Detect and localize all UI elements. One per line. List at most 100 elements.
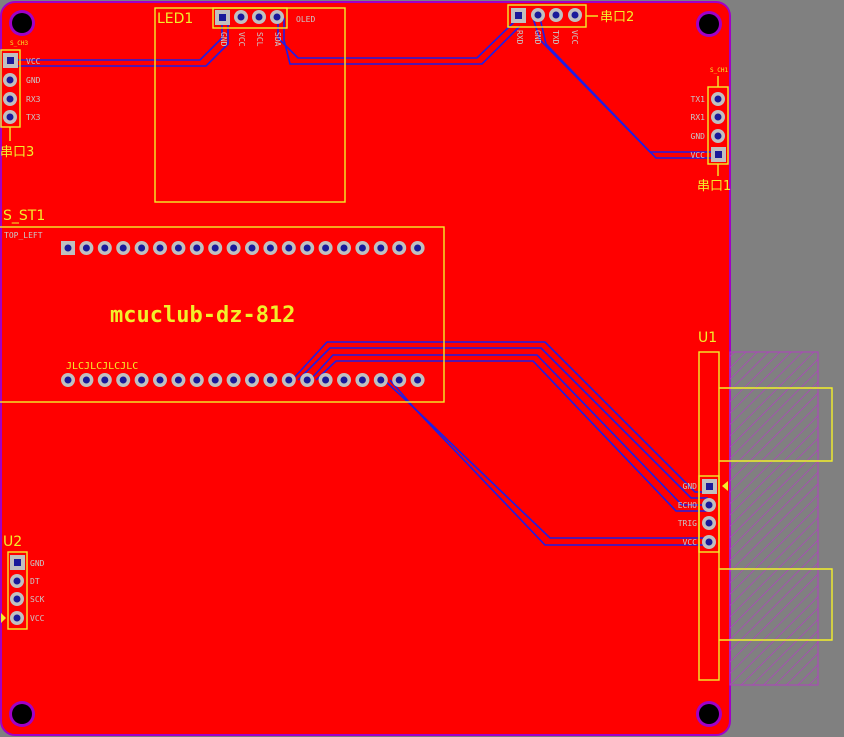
uart1-connector[interactable]: S_CH1 串口1 TX1 RX1 GND VCC: [691, 67, 732, 194]
mcu-bottom-pin-10[interactable]: [226, 373, 241, 387]
u1-ultrasonic-module[interactable]: U1 GND ECHO TRIG VCC: [678, 330, 833, 681]
led1-header-outline: [212, 7, 288, 29]
mcu-bottom-pin-16[interactable]: [337, 373, 351, 387]
uart2-ref: 串口2: [600, 10, 634, 25]
trace-mcu-u1-3a: [383, 379, 708, 539]
mcu-outline: [0, 226, 445, 403]
u2-pin-label-3: SCK: [30, 595, 45, 604]
mcu-top-pin-13[interactable]: [281, 241, 296, 255]
mcu-bottom-pin-19[interactable]: [392, 373, 407, 387]
uart1-pin-3[interactable]: [711, 129, 725, 143]
uart1-pin-label-4: VCC: [691, 151, 706, 160]
uart3-pin-3[interactable]: [3, 92, 17, 106]
mcu-top-pin-20[interactable]: [410, 241, 425, 255]
mcu-bottom-pin-9[interactable]: [208, 373, 223, 387]
mcu-top-pin-1[interactable]: [61, 241, 75, 255]
uart3-ref: 串口3: [0, 145, 34, 160]
u1-header-outline: [698, 475, 720, 553]
u1-pin-4[interactable]: [702, 535, 716, 549]
led1-pin-label-2: VCC: [237, 32, 246, 47]
mcu-bottom-pin-15[interactable]: [318, 373, 333, 387]
uart2-pin-label-1: RXD: [515, 30, 524, 45]
led1-pin-label-3: SCL: [255, 32, 264, 47]
uart3-pin-1[interactable]: [3, 53, 18, 68]
led1-pin-label-1: GND: [219, 32, 228, 47]
mcu-bottom-pin-17[interactable]: [355, 373, 370, 387]
mcu-top-pin-10[interactable]: [226, 241, 241, 255]
u1-pin-2[interactable]: [702, 498, 716, 512]
mcu-bottom-pin-4[interactable]: [116, 373, 131, 387]
mcu-top-pin-2[interactable]: [79, 241, 94, 255]
u1-pin-3[interactable]: [702, 516, 716, 530]
mcu-bottom-pin-1[interactable]: [61, 373, 75, 387]
mcu-bottom-pin-3[interactable]: [97, 373, 112, 387]
mcu-top-left-label: TOP_LEFT: [4, 231, 43, 240]
u1-pin-1[interactable]: [702, 479, 717, 494]
mounting-holes: [9, 10, 722, 727]
mcu-top-pin-14[interactable]: [300, 241, 315, 255]
led1-pin-4[interactable]: [270, 10, 284, 24]
mcu-bottom-pin-11[interactable]: [245, 373, 259, 387]
led1-pin-1[interactable]: [215, 10, 230, 25]
u1-sensor-outline-bottom: [719, 568, 833, 641]
u2-module[interactable]: U2 GND DT SCK VCC: [1, 534, 45, 630]
mcu-top-pin-9[interactable]: [208, 241, 223, 255]
mcu-bottom-pin-12[interactable]: [263, 373, 278, 387]
mcu-top-pin-7[interactable]: [171, 241, 186, 255]
mcu-bottom-pin-5[interactable]: [134, 373, 149, 387]
uart2-pin-4[interactable]: [568, 8, 582, 22]
trace-oled-uart2-b: [283, 18, 521, 65]
trace-uart2-uart1-a: [532, 17, 715, 153]
u2-pin-1[interactable]: [10, 555, 25, 570]
mcu-top-pin-15[interactable]: [318, 241, 333, 255]
u2-pin-label-4: VCC: [30, 614, 45, 623]
uart3-connector[interactable]: S_CH3 串口3 VCC GND RX3 TX3: [0, 40, 41, 160]
mcu-bottom-pin-13[interactable]: [281, 373, 296, 387]
mcu-bottom-pin-14[interactable]: [300, 373, 315, 387]
uart1-pin-2[interactable]: [711, 110, 725, 124]
mcu-top-pin-19[interactable]: [392, 241, 407, 255]
uart2-connector[interactable]: 串口2 RXD GND TXD VCC: [507, 4, 634, 45]
mcu-bottom-pin-7[interactable]: [171, 373, 186, 387]
uart3-pin-2[interactable]: [3, 73, 17, 87]
mcu-top-pin-4[interactable]: [116, 241, 131, 255]
uart1-pin-1[interactable]: [711, 92, 725, 106]
mcu-bottom-pin-2[interactable]: [79, 373, 94, 387]
u2-pin-2[interactable]: [10, 574, 24, 588]
mcu-bottom-pin-6[interactable]: [153, 373, 167, 387]
uart3-pin-4[interactable]: [3, 110, 17, 124]
led1-pin-3[interactable]: [252, 10, 266, 24]
u1-sensor-outline-top: [719, 387, 833, 462]
uart1-pin-label-2: RX1: [691, 113, 706, 122]
mcu-top-pin-12[interactable]: [263, 241, 278, 255]
led1-pin-label-4: SDA: [273, 32, 282, 47]
u2-pin-4[interactable]: [10, 611, 24, 625]
u2-pin-3[interactable]: [10, 592, 24, 606]
led1-oled-module[interactable]: LED1 OLED GND VCC SCL SDA: [154, 7, 346, 203]
uart1-pin-4[interactable]: [711, 147, 726, 162]
mcu-bottom-silk: JLCJLCJLCJLC: [66, 361, 138, 372]
mcu-top-pin-3[interactable]: [97, 241, 112, 255]
mcu-top-pin-17[interactable]: [355, 241, 370, 255]
mcu-bottom-pin-row: [61, 373, 425, 387]
mounting-hole-top-right: [696, 11, 722, 37]
uart3-pin-label-1: VCC: [26, 57, 41, 66]
mcu-top-pin-6[interactable]: [153, 241, 167, 255]
mcu-bottom-pin-18[interactable]: [373, 373, 388, 387]
mcu-top-pin-11[interactable]: [245, 241, 259, 255]
uart2-pin-3[interactable]: [549, 8, 563, 22]
mcu-top-pin-8[interactable]: [189, 241, 204, 255]
uart2-pin-label-4: VCC: [570, 30, 579, 45]
mcu-s-st1[interactable]: S_ST1 TOP_LEFT mcuclub-dz-812 JLCJLCJLCJ…: [0, 208, 445, 403]
uart2-pin-2[interactable]: [531, 8, 545, 22]
uart2-pin-1[interactable]: [511, 8, 526, 23]
u1-pin-label-3: TRIG: [678, 519, 697, 528]
trace-mcu-u1-1b: [297, 347, 708, 499]
led1-pin-2[interactable]: [234, 10, 248, 24]
mcu-top-pin-5[interactable]: [134, 241, 149, 255]
led1-ref: LED1: [157, 11, 193, 27]
mcu-bottom-pin-8[interactable]: [189, 373, 204, 387]
mcu-top-pin-18[interactable]: [373, 241, 388, 255]
mcu-top-pin-16[interactable]: [337, 241, 351, 255]
mcu-bottom-pin-20[interactable]: [410, 373, 425, 387]
